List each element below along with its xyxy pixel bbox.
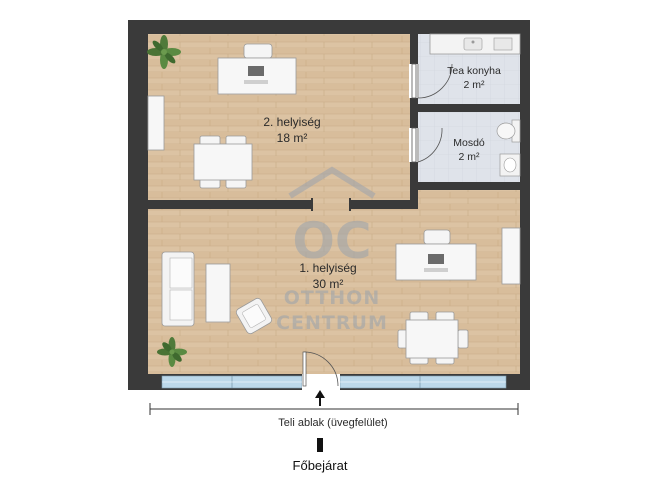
wall-room1-step [410,182,520,190]
entrance-arrow-icon [315,390,325,406]
toilet-icon [496,119,521,143]
wall-room2-service [410,34,418,190]
kitchen-door-leaf [411,63,417,99]
desk-room2 [217,43,297,95]
room1-area: 30 m² [313,277,344,291]
wall-room2-room1 [148,200,418,209]
cabinet-room2 [147,95,165,151]
kitchen-counter [429,33,521,55]
sofa [161,251,195,327]
room1-floor-upper-right [418,190,520,209]
watermark-logo: OC OTTHON CENTRUM [276,166,388,334]
kitchen-door-swing [417,63,453,99]
dimension-line [149,403,519,415]
desk-room1 [395,229,477,281]
wall-room1-step-v [410,182,418,209]
kitchen-area: 2 m² [464,79,486,91]
entrance-door-opening [302,374,340,390]
plant-icon [147,35,181,69]
entrance-label: Főbejárat [293,458,348,473]
armchair [235,297,273,335]
door-opening-room2-room1 [312,199,350,210]
bathroom-door-leaf [411,127,417,163]
cabinet-room1 [501,227,521,285]
entrance-door-leaf [302,351,307,387]
room1-name: 1. helyiség [299,261,356,275]
bathroom-name: Mosdó [453,137,485,149]
watermark-line1: OTTHON [284,287,380,309]
entrance-marker [317,438,323,452]
watermark-letters: OC [292,212,371,270]
bathroom-door-swing [417,127,443,163]
dining-table-room2 [193,135,253,189]
bathroom-area: 2 m² [459,151,481,163]
room2-name: 2. helyiség [263,115,320,129]
watermark-line2: CENTRUM [276,312,388,334]
wall-kitchen-bath [418,104,520,112]
kitchen-name: Tea konyha [447,65,501,77]
dining-table-room1 [397,311,469,365]
room2-area: 18 m² [277,131,308,145]
coffee-table [205,263,231,323]
plant-icon [157,337,187,367]
dimension-label-bg [262,414,404,430]
sink-icon [499,153,521,177]
dimension-label: Teli ablak (üvegfelület) [278,417,387,429]
